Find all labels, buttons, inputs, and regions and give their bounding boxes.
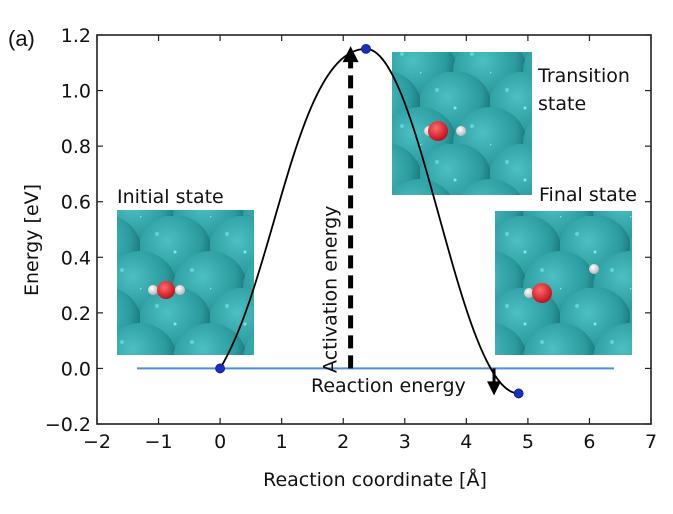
y-tick-label: 0.0 xyxy=(61,358,91,380)
oxygen-atom xyxy=(532,283,552,303)
x-tick-label: 3 xyxy=(399,431,411,453)
axis-ticks xyxy=(96,34,652,425)
y-tick-label: 1.0 xyxy=(61,81,91,103)
reaction-arrowhead-icon xyxy=(487,381,502,396)
x-tick-label: 7 xyxy=(645,431,657,453)
final-state-label: Final state xyxy=(539,184,637,206)
state-marker xyxy=(361,43,371,54)
hydrogen-atom xyxy=(456,126,466,136)
y-axis-label: Energy [eV] xyxy=(21,184,43,296)
y-tick-label: 0.8 xyxy=(61,136,91,158)
oxygen-atom xyxy=(157,281,175,299)
x-tick-label: 6 xyxy=(583,431,595,453)
final-state-image xyxy=(495,211,632,355)
x-tick-label: 2 xyxy=(337,431,349,453)
tick-labels: −2 −1 0 1 2 3 4 5 6 7 −0.2 0.0 0.2 0.4 0.6 0.8 1.0 1.2 xyxy=(45,25,657,453)
hydrogen-atom xyxy=(524,288,534,298)
y-tick-label: 0.6 xyxy=(61,192,91,214)
x-tick-label: 5 xyxy=(522,431,534,453)
panel-label: (a) xyxy=(8,26,35,51)
x-tick-label: −2 xyxy=(83,431,111,453)
oxygen-atom xyxy=(428,121,448,141)
x-tick-label: 4 xyxy=(460,431,472,453)
state-marker xyxy=(215,363,226,374)
state-marker xyxy=(513,388,524,399)
hydrogen-atom xyxy=(589,264,599,274)
y-tick-label: −0.2 xyxy=(45,414,91,436)
hydrogen-atom xyxy=(148,285,158,295)
plot-frame xyxy=(96,34,652,425)
hydrogen-atom xyxy=(175,285,185,295)
y-tick-label: 0.4 xyxy=(61,247,91,269)
activation-energy-label: Activation energy xyxy=(320,206,342,373)
activation-arrowhead-icon xyxy=(342,46,359,63)
x-tick-label: −1 xyxy=(145,431,173,453)
transition-state-label-line2: state xyxy=(538,93,586,115)
reaction-energy-label: Reaction energy xyxy=(311,375,466,397)
x-tick-label: 1 xyxy=(276,431,288,453)
initial-state-label: Initial state xyxy=(117,186,224,208)
y-tick-label: 1.2 xyxy=(61,25,91,47)
y-tick-label: 0.2 xyxy=(61,303,91,325)
transition-state-image xyxy=(392,52,532,195)
transition-state-label-line1: Transition xyxy=(537,65,630,87)
state-markers xyxy=(215,43,524,399)
x-tick-label: 0 xyxy=(214,431,226,453)
initial-state-image xyxy=(117,210,254,355)
x-axis-label: Reaction coordinate [Å] xyxy=(263,468,487,491)
